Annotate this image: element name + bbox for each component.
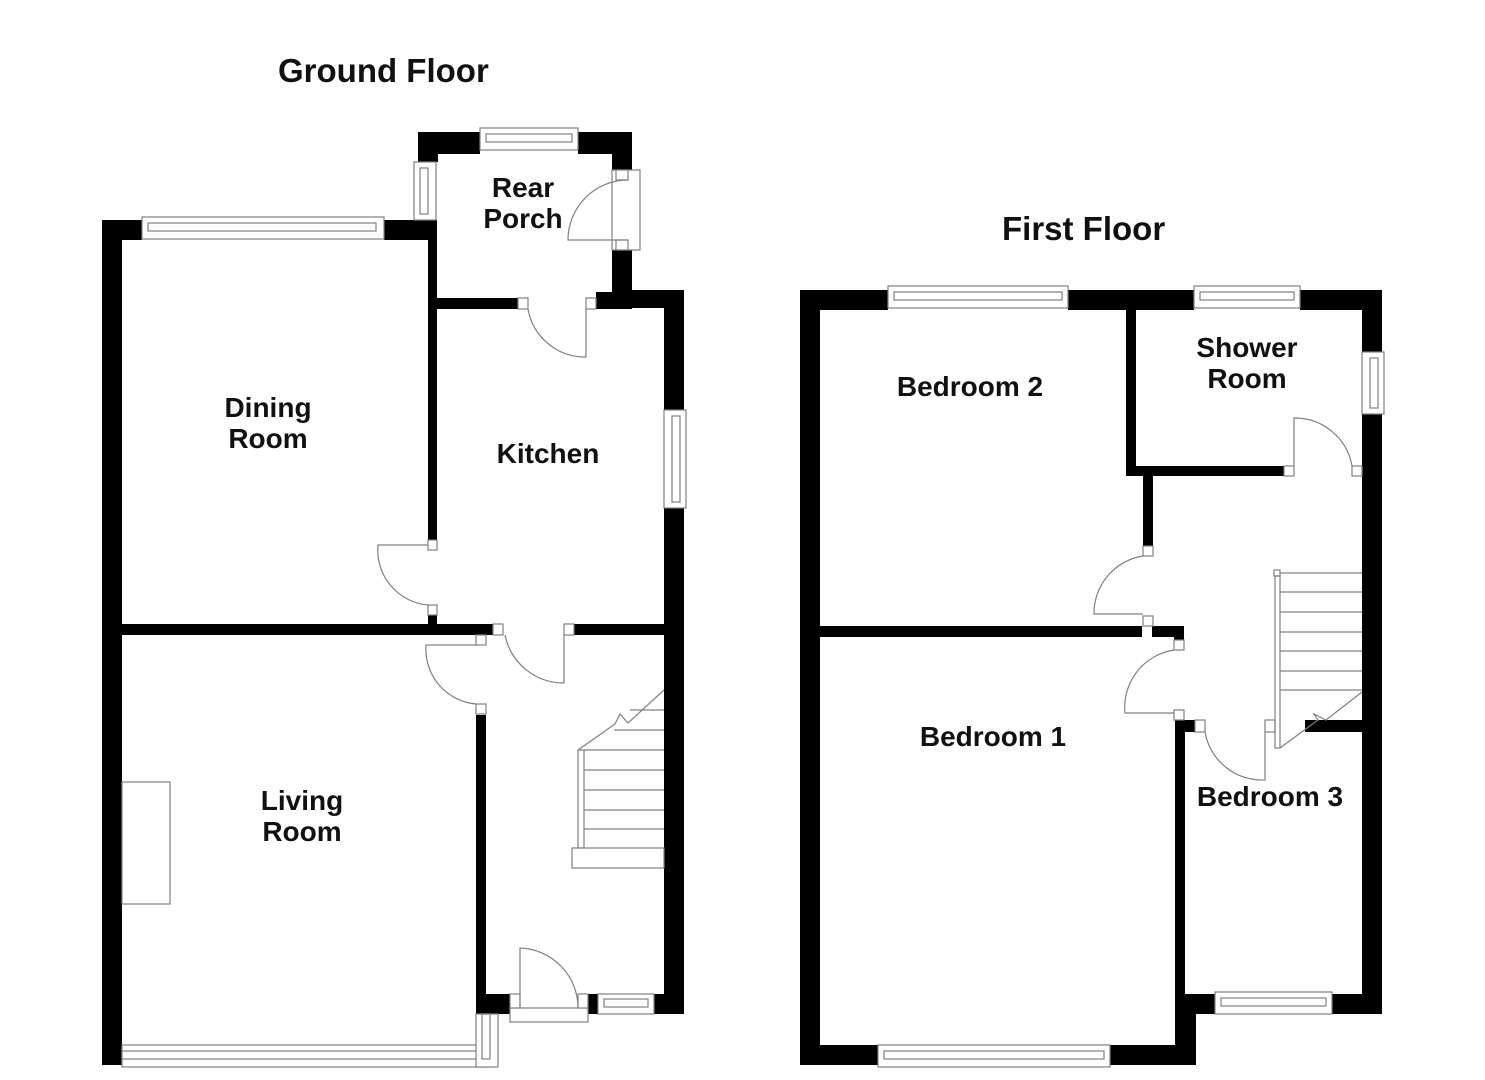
room-label-bedroom-3: Bedroom 3 [1196,781,1344,812]
ground-floor-plan [102,127,687,1068]
ground-floor-stairs [571,689,665,869]
porch-side-window [413,161,437,221]
bedroom-2-window [887,285,1069,309]
hall-window [597,993,655,1015]
room-label-dining-room: Dining Room [224,392,312,454]
room-label-shower-room: Shower Room [1196,332,1298,394]
bedroom-1-window [877,1044,1111,1068]
porch-kitchen-door [517,297,597,358]
room-label-living-room: Living Room [260,785,344,847]
porch-back-door [567,169,641,251]
first-floor-title: First Floor [1002,210,1166,247]
wall [102,220,122,1065]
bedroom-3-window [1214,991,1333,1015]
dining-kitchen-door [377,539,438,616]
dining-room-window [141,216,385,240]
room-label-bedroom-1: Bedroom 1 [919,721,1067,752]
first-floor-stairs [1273,569,1363,749]
bedroom-3-door [1194,719,1276,781]
porch-top-window [479,127,579,151]
living-room-bay-window [121,1013,499,1068]
shower-room-side-window [1361,351,1385,415]
front-door [509,947,589,1023]
shower-room-door [1283,417,1363,477]
room-label-rear-porch: Rear Porch [483,172,563,234]
fireplace [121,781,171,905]
bedroom-1-door [1124,639,1185,721]
shower-room-top-window [1193,285,1301,309]
living-room-door [425,634,487,715]
kitchen-window [663,409,687,509]
bedroom-2-door [1093,545,1154,627]
ground-floor-title: Ground Floor [278,52,489,89]
room-label-bedroom-2: Bedroom 2 [896,371,1044,402]
room-label-kitchen: Kitchen [496,438,600,469]
first-floor-plan [800,285,1385,1068]
hall-kitchen-door [492,623,575,684]
